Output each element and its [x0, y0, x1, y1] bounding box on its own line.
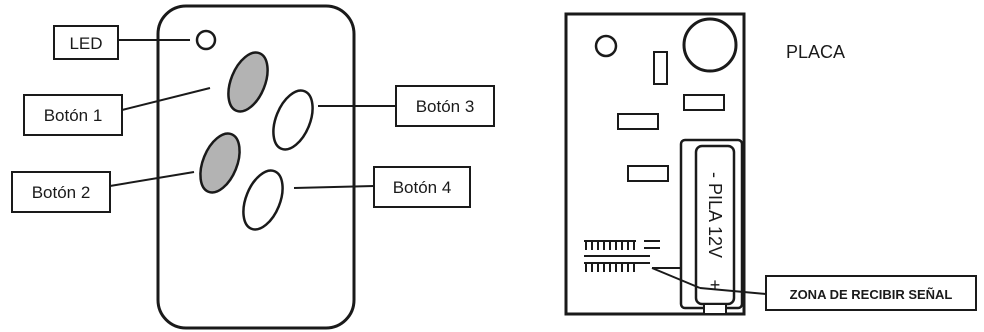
- button-1[interactable]: [221, 47, 276, 117]
- board-component-vertical: [653, 51, 668, 85]
- leader-zona-2: [699, 287, 767, 295]
- button-2[interactable]: [193, 128, 248, 198]
- board-led-hole: [594, 34, 618, 58]
- button-3[interactable]: [266, 85, 321, 155]
- label-boton-4: Botón 4: [393, 178, 452, 197]
- label-box-boton-2: [11, 171, 111, 213]
- circuit-board: - PILA 12V +: [564, 12, 746, 316]
- remote-control: [156, 4, 356, 330]
- battery-plus: +: [710, 275, 721, 295]
- leader-boton-2: [109, 171, 195, 187]
- label-box-boton-4: [373, 166, 471, 208]
- remote-body: [156, 4, 356, 330]
- board-component-2: [617, 113, 659, 130]
- label-boton-1: Botón 1: [44, 106, 103, 125]
- leader-boton-1: [121, 87, 211, 111]
- board-component-1: [683, 94, 725, 111]
- label-box-led: [53, 25, 119, 60]
- leader-boton-4: [293, 185, 375, 189]
- led-indicator: [195, 29, 217, 51]
- board-round-component: [682, 17, 738, 73]
- label-boton-3: Botón 3: [416, 97, 475, 116]
- battery-terminal: [703, 303, 727, 315]
- placa-label: PLACA: [786, 42, 845, 62]
- signal-zone-traces: [584, 240, 680, 272]
- label-box-zona: [765, 275, 977, 311]
- label-box-boton-1: [23, 94, 123, 136]
- leader-zona-1: [651, 267, 701, 289]
- label-boton-2: Botón 2: [32, 183, 91, 202]
- board-component-3: [627, 165, 669, 182]
- button-4[interactable]: [236, 165, 291, 235]
- label-zona: ZONA DE RECIBIR SEÑAL: [790, 287, 953, 302]
- battery-label: - PILA 12V: [705, 172, 725, 258]
- label-box-boton-3: [395, 85, 495, 127]
- label-led: LED: [69, 34, 102, 53]
